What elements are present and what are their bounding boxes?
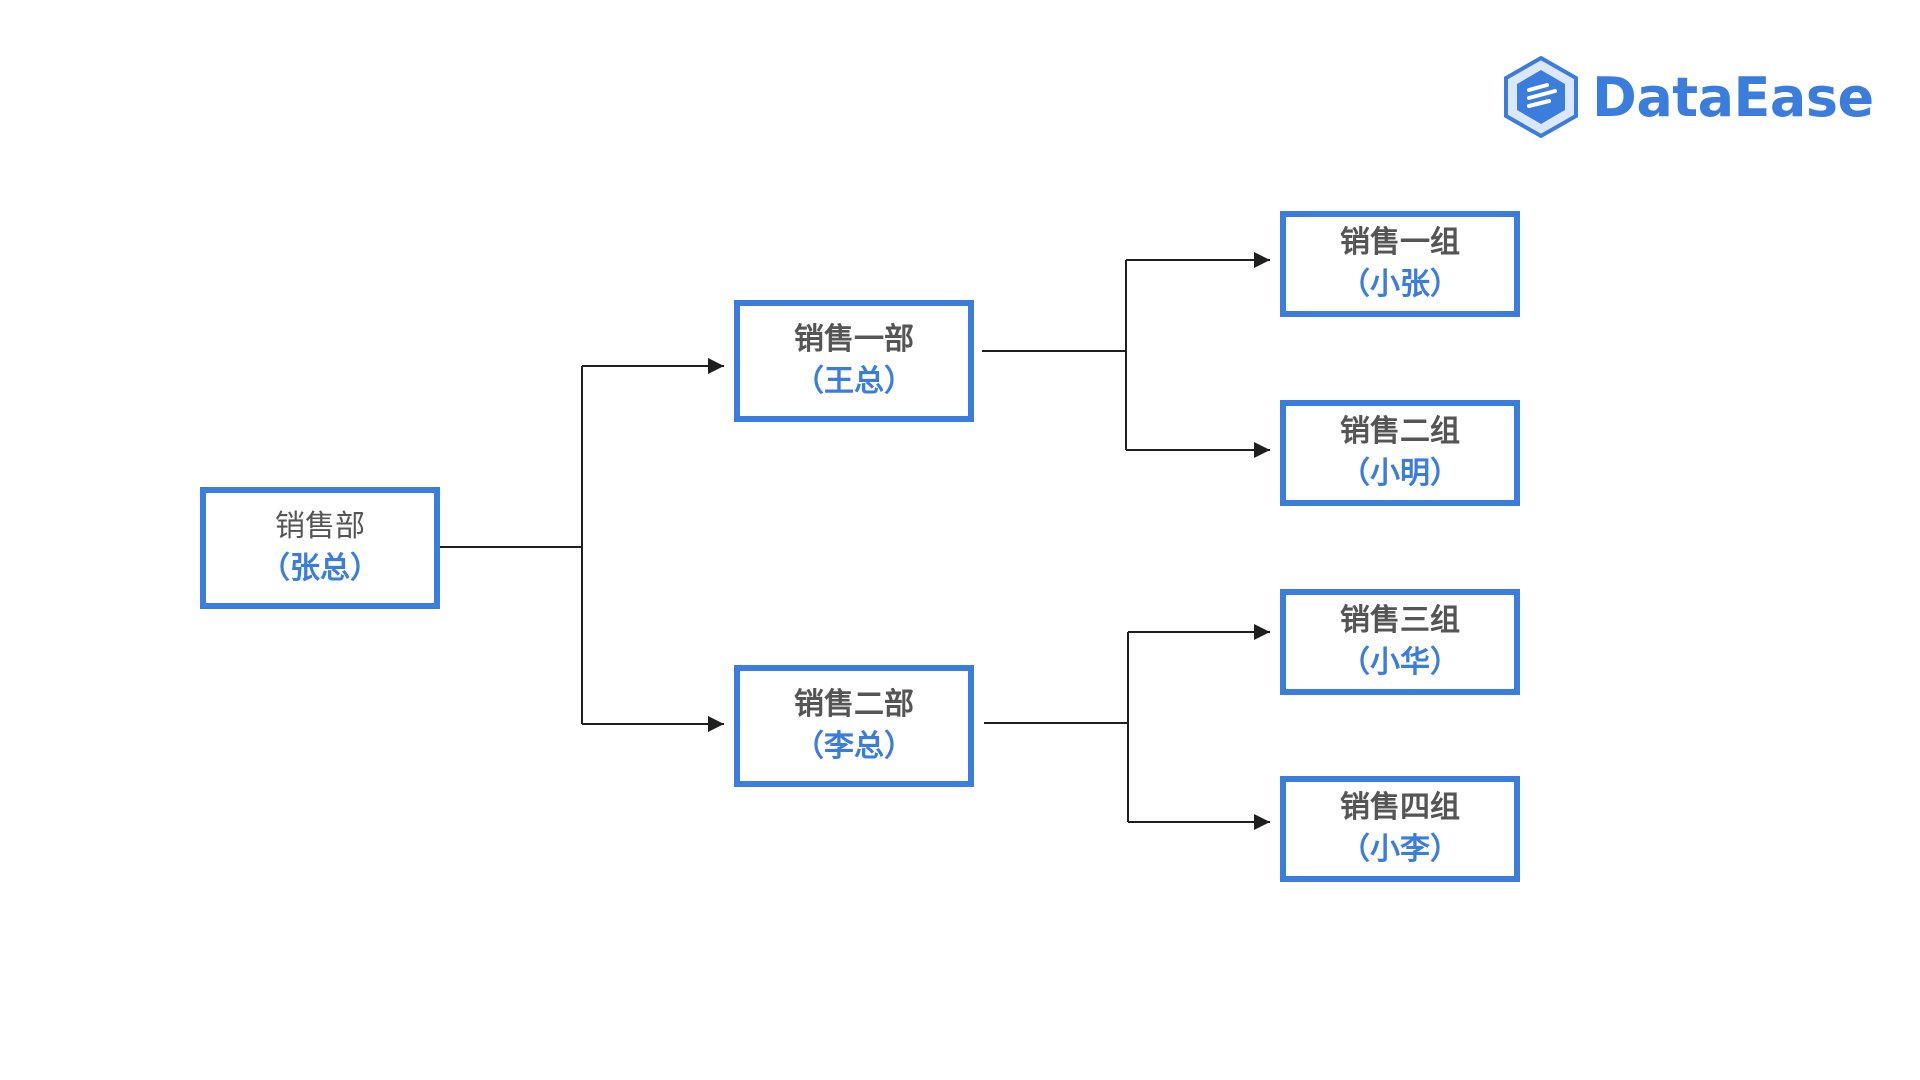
org-node-root: 销售部 （张总） <box>200 487 440 609</box>
node-person: （小李） <box>1340 832 1460 867</box>
org-node-group-1: 销售一组 （小张） <box>1280 211 1520 317</box>
brand-name: DataEase <box>1592 65 1874 129</box>
node-title: 销售二部 <box>794 687 914 722</box>
org-node-group-4: 销售四组 （小李） <box>1280 776 1520 882</box>
org-node-dept-1: 销售一部 （王总） <box>734 300 974 422</box>
connector-dept-2-trunk <box>984 632 1129 822</box>
node-person: （李总） <box>794 729 914 764</box>
org-node-dept-2: 销售二部 （李总） <box>734 665 974 787</box>
node-person: （小张） <box>1340 267 1460 302</box>
node-title: 销售四组 <box>1340 790 1460 825</box>
connector-dept-1-trunk <box>982 260 1127 450</box>
node-person: （小明） <box>1340 456 1460 491</box>
node-title: 销售一部 <box>794 322 914 357</box>
node-person: （王总） <box>794 364 914 399</box>
node-person: （张总） <box>260 551 380 586</box>
node-person: （小华） <box>1340 645 1460 680</box>
node-title: 销售三组 <box>1340 603 1460 638</box>
dataease-logo-icon <box>1504 55 1578 139</box>
node-title: 销售一组 <box>1340 225 1460 260</box>
connector-root-trunk <box>440 366 583 724</box>
org-node-group-3: 销售三组 （小华） <box>1280 589 1520 695</box>
brand-logo: DataEase <box>1500 52 1874 142</box>
node-title: 销售二组 <box>1340 414 1460 449</box>
org-node-group-2: 销售二组 （小明） <box>1280 400 1520 506</box>
node-title: 销售部 <box>275 509 365 544</box>
